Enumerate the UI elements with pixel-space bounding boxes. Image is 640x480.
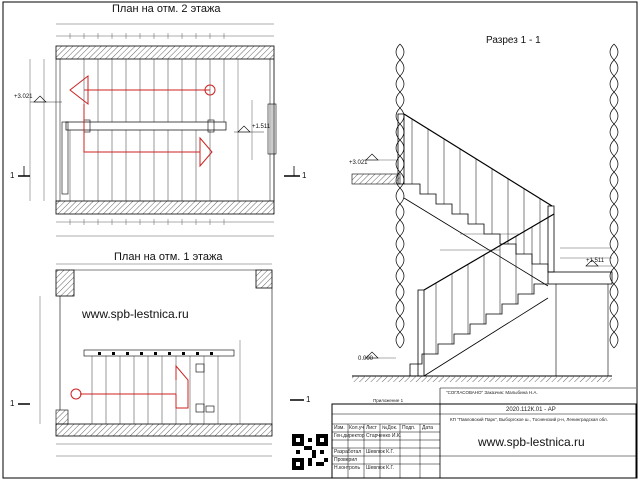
wall-top-plan2 <box>55 45 275 60</box>
lower-flight <box>409 283 549 377</box>
tb-role-2: Проверил <box>334 457 358 463</box>
tb-name-1: Шевлюк К.Г. <box>366 449 394 455</box>
section-mark-right-bottom: 1 <box>306 395 311 404</box>
tb-header-5: Дата <box>422 425 434 431</box>
upper-railing <box>397 113 555 273</box>
landing <box>547 271 613 285</box>
project-address: КП "Павловский Парк", Выборгское ш., Тос… <box>450 417 608 422</box>
plan-floor2 <box>18 23 300 237</box>
tb-role-1: Разработал <box>334 449 362 455</box>
tb-role-0: Ген.директор <box>334 433 365 439</box>
title-section: Разрез 1 - 1 <box>486 35 541 46</box>
tb-name-0: Старченко И.К. <box>366 433 402 439</box>
level-floor2-plan: +3.021 <box>14 94 33 100</box>
website-watermark-plan: www.spb-lestnica.ru <box>82 307 189 321</box>
center-stringer-plan2 <box>65 121 227 131</box>
tb-header-1: Кол.уч <box>349 425 364 431</box>
floor2-slab <box>351 173 401 185</box>
tb-header-3: №Док. <box>382 425 398 431</box>
section-mark-left-bottom: 1 <box>10 399 15 408</box>
lower-railing <box>417 213 555 377</box>
wall-bottom-plan1 <box>55 423 273 437</box>
level-floor2-section: +3.021 <box>349 160 368 166</box>
level-floor1-section: 0.000 <box>358 356 374 362</box>
wall-topright-plan1 <box>255 269 273 289</box>
plan-floor1 <box>18 263 304 457</box>
tb-header-2: Лист <box>366 425 377 431</box>
wall-bottom-plan2 <box>55 200 275 215</box>
log-wall-right <box>609 43 619 349</box>
title-plan-floor1: План на отм. 1 этажа <box>114 251 223 263</box>
approval-text: "СОГЛАСОВАНО" Заказчик: Малыбина Н.А. <box>446 390 538 395</box>
tb-header-4: Подп. <box>402 425 416 431</box>
appendix-text: Приложение 1 <box>373 398 404 403</box>
title-plan-floor2: План на отм. 2 этажа <box>112 3 221 15</box>
section-mark-right-top: 1 <box>302 171 307 180</box>
wall-top-plan1 <box>55 269 75 297</box>
tb-header-0: Изм. <box>334 425 345 431</box>
walking-arrow-plan2 <box>69 74 216 168</box>
walking-arrow-plan1 <box>70 364 189 409</box>
log-wall-left <box>395 43 405 349</box>
website-title-block: www.spb-lestnica.ru <box>478 435 585 449</box>
document-code: 2020.112К.01 - АР <box>506 407 556 413</box>
level-landing-section: +1.511 <box>586 258 605 264</box>
section-view <box>351 43 619 382</box>
level-landing-plan: +1.511 <box>252 124 271 130</box>
title-block <box>331 387 637 479</box>
tb-name-3: Шевлюк К.Г. <box>366 465 394 471</box>
section-mark-left-top: 1 <box>10 171 15 180</box>
tb-role-3: Н.контроль <box>334 465 361 471</box>
qr-code-image <box>292 434 328 470</box>
